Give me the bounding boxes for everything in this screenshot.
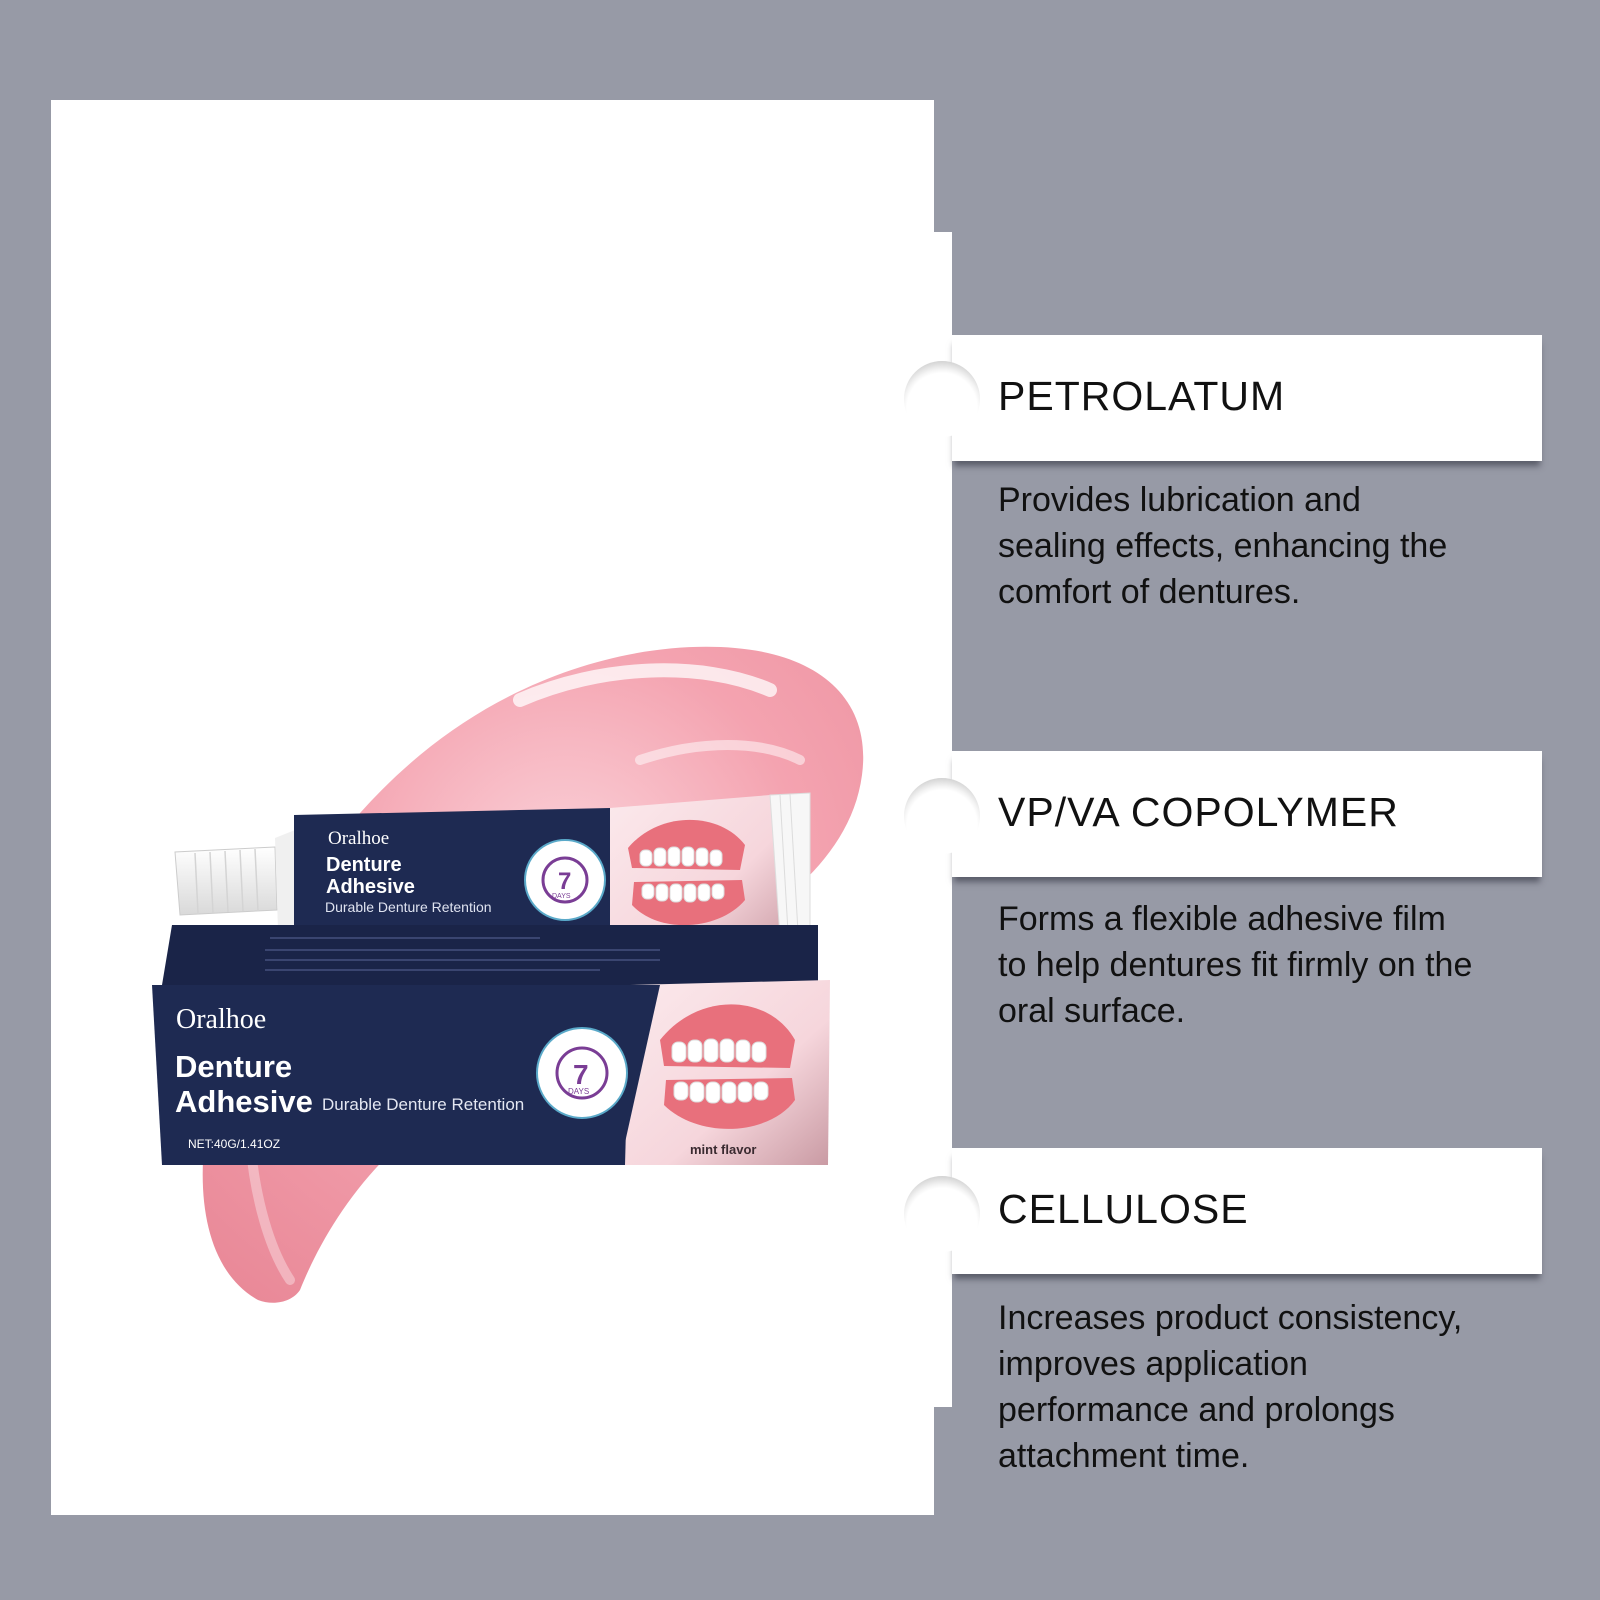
ingredient-header-vp-va-copolymer: VP/VA COPOLYMER: [952, 751, 1542, 877]
ingredient-description-cellulose: Increases product consistency, improves …: [998, 1295, 1538, 1479]
ingredient-title: VP/VA COPOLYMER: [998, 789, 1399, 835]
ingredient-header-petrolatum: PETROLATUM: [952, 335, 1542, 461]
sphere-bullet-icon: [904, 778, 980, 854]
ingredient-title: CELLULOSE: [998, 1186, 1249, 1232]
description-line: Forms a flexible adhesive film: [998, 900, 1446, 938]
description-line: Provides lubrication and: [998, 481, 1361, 519]
white-background-panel: [51, 100, 934, 1515]
ingredient-description-vp-va-copolymer: Forms a flexible adhesive film to help d…: [998, 896, 1538, 1034]
description-line: performance and prolongs: [998, 1391, 1395, 1429]
sphere-bullet-icon: [904, 1176, 980, 1252]
description-line: oral surface.: [998, 992, 1186, 1030]
description-line: comfort of dentures.: [998, 573, 1301, 611]
sphere-bullet-icon: [904, 361, 980, 437]
description-line: attachment time.: [998, 1437, 1250, 1475]
description-line: Increases product consistency,: [998, 1299, 1463, 1337]
ingredient-title: PETROLATUM: [998, 373, 1286, 419]
description-line: improves application: [998, 1345, 1308, 1383]
ingredient-description-petrolatum: Provides lubrication and sealing effects…: [998, 477, 1538, 615]
description-line: sealing effects, enhancing the: [998, 527, 1448, 565]
description-line: to help dentures fit firmly on the: [998, 946, 1473, 984]
ingredient-header-cellulose: CELLULOSE: [952, 1148, 1542, 1274]
